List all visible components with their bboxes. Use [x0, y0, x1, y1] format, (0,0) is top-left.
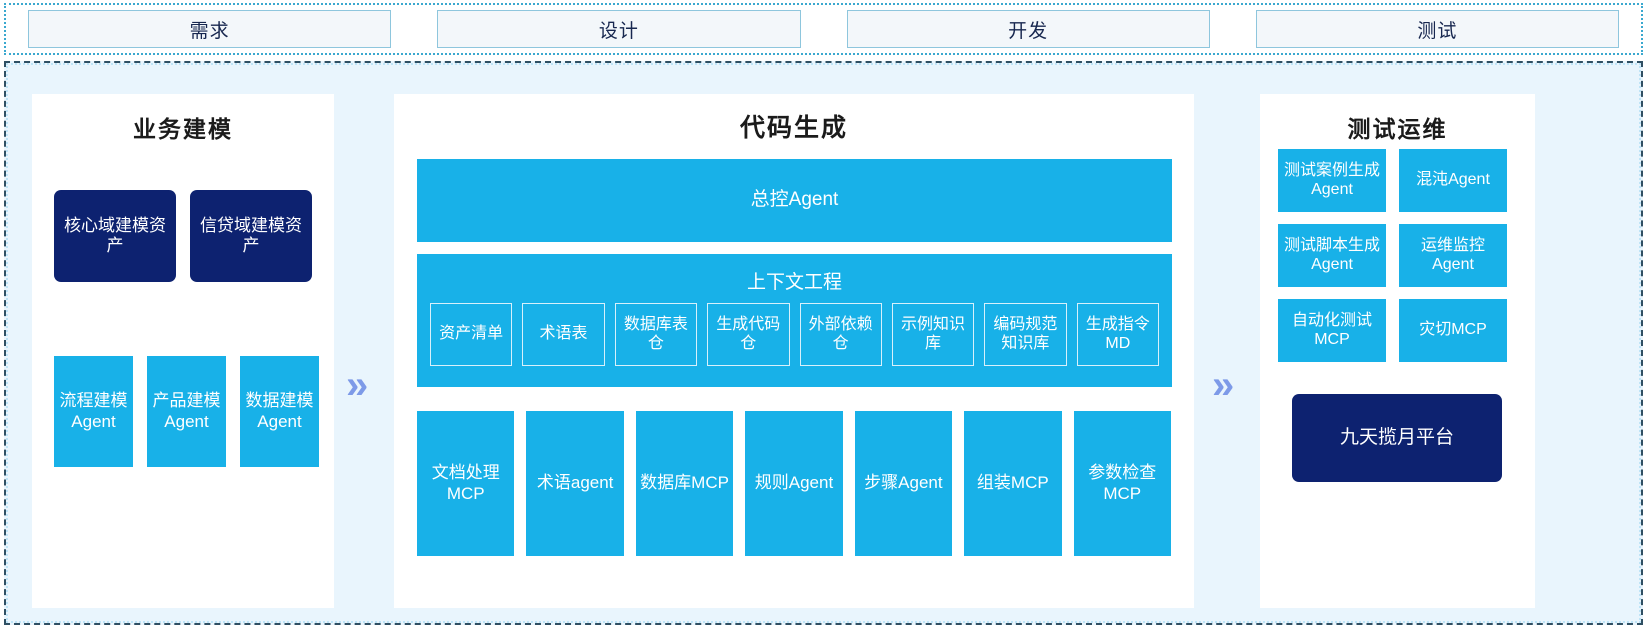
- tile-label: 自动化测试MCP: [1291, 311, 1372, 348]
- context-item-label: 外部依赖仓: [808, 316, 873, 352]
- asset-label: 核心域建模资产: [64, 215, 166, 255]
- context-item-label: 生成指令MD: [1085, 316, 1150, 352]
- context-item-label: 示例知识库: [901, 316, 966, 352]
- platform-label: 九天揽月平台: [1339, 426, 1454, 448]
- main-frame-inner-border: 业务建模 核心域建模资产 信贷域建模资产 流程建模Agent 产品建模Agent: [6, 63, 1641, 623]
- tool-label: 术语agent: [536, 473, 614, 493]
- control-agent-label: 总控Agent: [750, 189, 839, 211]
- phase-label: 设计: [598, 20, 639, 42]
- phase-box-requirements[interactable]: 需求: [28, 10, 392, 48]
- tile-automated-test-mcp[interactable]: 自动化测试MCP: [1278, 299, 1386, 362]
- agent-process-modeling[interactable]: 流程建模Agent: [54, 356, 133, 467]
- asset-core-domain[interactable]: 核心域建模资产: [54, 190, 176, 282]
- phase-box-testing[interactable]: 测试: [1255, 10, 1619, 48]
- phase-label: 测试: [1417, 20, 1458, 42]
- agent-label: 产品建模Agent: [152, 391, 221, 431]
- phase-label: 需求: [189, 20, 230, 42]
- context-item-label: 生成代码仓: [716, 316, 781, 352]
- panel-title-test-ops: 测试运维: [1347, 116, 1448, 142]
- context-engineering-block: 上下文工程 资产清单 术语表 数据库表仓 生成代码仓: [417, 254, 1172, 387]
- platform-box-jiutian[interactable]: 九天揽月平台: [1292, 394, 1502, 482]
- context-item-generated-code-repo[interactable]: 生成代码仓: [707, 303, 790, 366]
- tool-database-mcp[interactable]: 数据库MCP: [635, 411, 734, 556]
- phase-label: 开发: [1008, 20, 1049, 42]
- phase-strip: 需求 设计 开发 测试: [4, 3, 1643, 55]
- panel-test-ops: 测试运维 测试案例生成Agent 混沌Agent 测试脚本生成Agent 运维监…: [1260, 94, 1535, 608]
- tool-step-agent[interactable]: 步骤Agent: [854, 411, 953, 556]
- asset-credit-domain[interactable]: 信贷域建模资产: [190, 190, 312, 282]
- control-agent-bar[interactable]: 总控Agent: [417, 159, 1172, 242]
- context-item-external-deps-repo[interactable]: 外部依赖仓: [799, 303, 882, 366]
- tool-label: 文档处理MCP: [431, 463, 500, 503]
- tile-label: 测试案例生成Agent: [1283, 161, 1380, 198]
- tile-label: 灾切MCP: [1419, 321, 1487, 339]
- panel-title-code-generation: 代码生成: [739, 114, 848, 142]
- tile-label: 运维监控Agent: [1420, 236, 1485, 273]
- tile-label: 测试脚本生成Agent: [1283, 236, 1380, 273]
- phase-box-development[interactable]: 开发: [846, 10, 1210, 48]
- asset-label: 信贷域建模资产: [200, 215, 302, 255]
- agent-product-modeling[interactable]: 产品建模Agent: [147, 356, 226, 467]
- tool-document-processing-mcp[interactable]: 文档处理MCP: [417, 411, 515, 556]
- panel-business-modeling: 业务建模 核心域建模资产 信贷域建模资产 流程建模Agent 产品建模Agent: [32, 94, 334, 608]
- agent-label: 流程建模Agent: [59, 391, 128, 431]
- tool-glossary-agent[interactable]: 术语agent: [526, 411, 624, 556]
- chevron-right-icon-1: »: [346, 363, 368, 407]
- tool-label: 规则Agent: [754, 473, 834, 493]
- context-item-label: 编码规范知识库: [993, 316, 1058, 352]
- tool-label: 步骤Agent: [864, 473, 943, 493]
- chevron-right-icon-2: »: [1212, 363, 1234, 407]
- agent-label: 数据建模Agent: [245, 391, 314, 431]
- test-ops-tile-grid: 测试案例生成Agent 混沌Agent 测试脚本生成Agent 运维监控Agen…: [1278, 149, 1507, 362]
- context-item-coding-standards-kb[interactable]: 编码规范知识库: [984, 303, 1067, 366]
- tool-label: 组装MCP: [976, 473, 1049, 493]
- context-item-glossary[interactable]: 术语表: [522, 303, 605, 366]
- context-item-db-table-repo[interactable]: 数据库表仓: [614, 303, 698, 366]
- tool-rule-agent[interactable]: 规则Agent: [745, 411, 843, 556]
- tile-chaos-agent[interactable]: 混沌Agent: [1399, 149, 1507, 212]
- asset-box-row: 核心域建模资产 信贷域建模资产: [54, 190, 312, 282]
- context-item-label: 资产清单: [439, 325, 504, 343]
- tile-test-script-generation-agent[interactable]: 测试脚本生成Agent: [1278, 224, 1386, 287]
- context-item-generation-instructions-md[interactable]: 生成指令MD: [1076, 303, 1159, 366]
- phase-box-design[interactable]: 设计: [437, 10, 801, 48]
- context-item-asset-list[interactable]: 资产清单: [430, 303, 513, 366]
- modeling-agent-row: 流程建模Agent 产品建模Agent 数据建模Agent: [54, 356, 319, 467]
- panel-code-generation: 代码生成 总控Agent 上下文工程 资产清单 术语表 数据库表仓: [394, 94, 1194, 608]
- agent-data-modeling[interactable]: 数据建模Agent: [240, 356, 319, 467]
- panel-title-business-modeling: 业务建模: [133, 116, 233, 142]
- tile-label: 混沌Agent: [1416, 171, 1490, 189]
- tile-ops-monitoring-agent[interactable]: 运维监控Agent: [1399, 224, 1507, 287]
- main-frame: 业务建模 核心域建模资产 信贷域建模资产 流程建模Agent 产品建模Agent: [4, 61, 1643, 625]
- tool-label: 参数检查MCP: [1088, 463, 1157, 503]
- context-engineering-title: 上下文工程: [746, 272, 842, 293]
- tool-label: 数据库MCP: [640, 473, 729, 493]
- tool-assembly-mcp[interactable]: 组装MCP: [964, 411, 1062, 556]
- tile-test-case-generation-agent[interactable]: 测试案例生成Agent: [1278, 149, 1386, 212]
- context-item-row: 资产清单 术语表 数据库表仓 生成代码仓 外部依赖仓: [430, 303, 1159, 366]
- context-item-label: 数据库表仓: [623, 316, 688, 352]
- context-item-example-kb[interactable]: 示例知识库: [891, 303, 975, 366]
- tool-parameter-check-mcp[interactable]: 参数检查MCP: [1073, 411, 1171, 556]
- tile-disaster-switch-mcp[interactable]: 灾切MCP: [1399, 299, 1507, 362]
- tool-row: 文档处理MCP 术语agent 数据库MCP 规则Agent 步骤Agent: [417, 411, 1171, 556]
- context-item-label: 术语表: [539, 325, 588, 343]
